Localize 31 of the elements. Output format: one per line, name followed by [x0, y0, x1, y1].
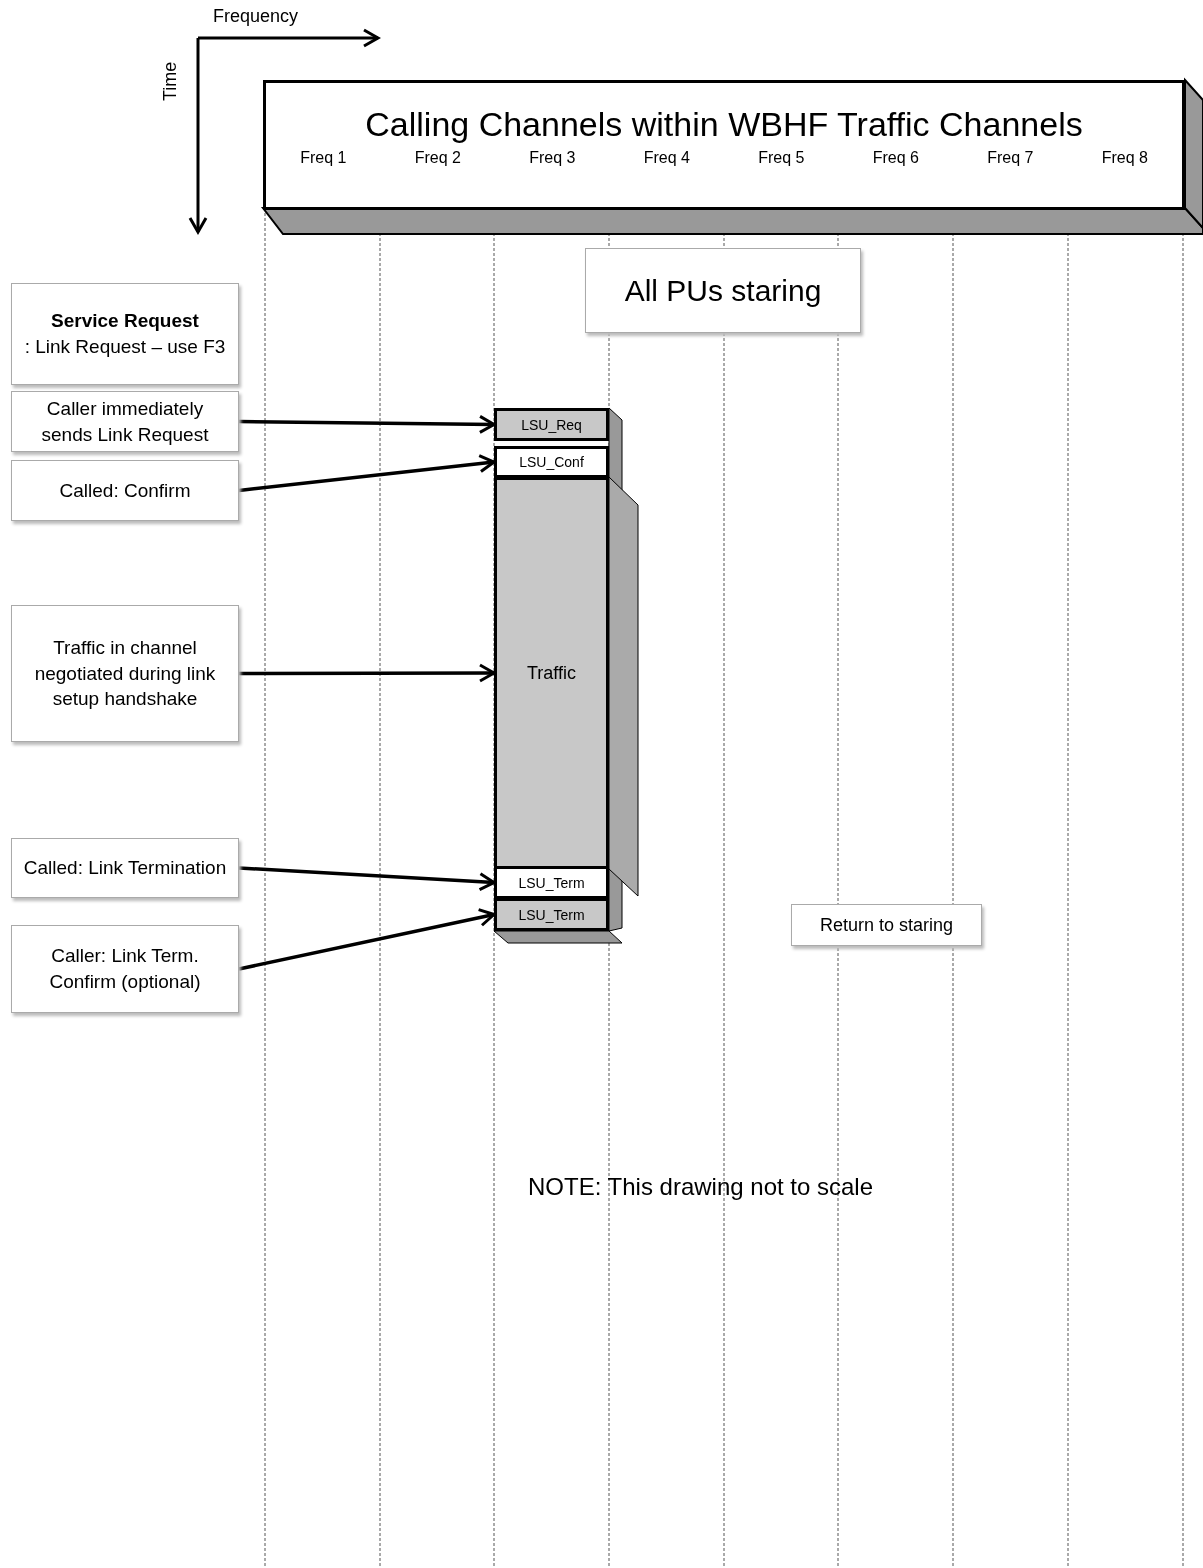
frequency-label: Freq 7 [986, 148, 1035, 168]
axis-label: Frequency [213, 6, 299, 27]
frequency-label: Freq 2 [413, 148, 462, 168]
annotation-box: Called: Link Termination [11, 838, 239, 898]
annotation-box: Service Request: Link Request – use F3 [11, 283, 239, 385]
annotation-box: Called: Confirm [11, 460, 239, 521]
header-title: Calling Channels within WBHF Traffic Channels [365, 105, 1083, 144]
time-slot-block: LSU_Term [494, 866, 609, 899]
status-box: Return to staring [791, 904, 982, 946]
frequency-label: Freq 5 [757, 148, 806, 168]
frequency-label: Freq 6 [871, 148, 920, 168]
annotation-box: Caller: Link Term. Confirm (optional) [11, 925, 239, 1013]
channel-header-bar [263, 80, 1185, 210]
frequency-label: Freq 8 [1100, 148, 1149, 168]
note-text: NOTE: This drawing not to scale [528, 1173, 874, 1201]
frequency-label: Freq 1 [299, 148, 348, 168]
time-slot-block: Traffic [494, 477, 609, 869]
arrow [239, 663, 496, 683]
axis-label: Time [160, 61, 181, 101]
arrow [238, 454, 496, 493]
annotation-box: Caller immediately sends Link Request [11, 391, 239, 452]
arrow [238, 866, 496, 892]
annotation-box: Traffic in channel negotiated during link setup handshake [11, 605, 239, 742]
time-slot-block: LSU_Req [494, 408, 609, 441]
frequency-label: Freq 3 [528, 148, 577, 168]
status-box: All PUs staring [585, 248, 861, 333]
time-slot-block: LSU_Term [494, 898, 609, 931]
arrow [238, 908, 496, 971]
arrow [239, 414, 496, 434]
frequency-label: Freq 4 [642, 148, 691, 168]
time-slot-block: LSU_Conf [494, 446, 609, 478]
